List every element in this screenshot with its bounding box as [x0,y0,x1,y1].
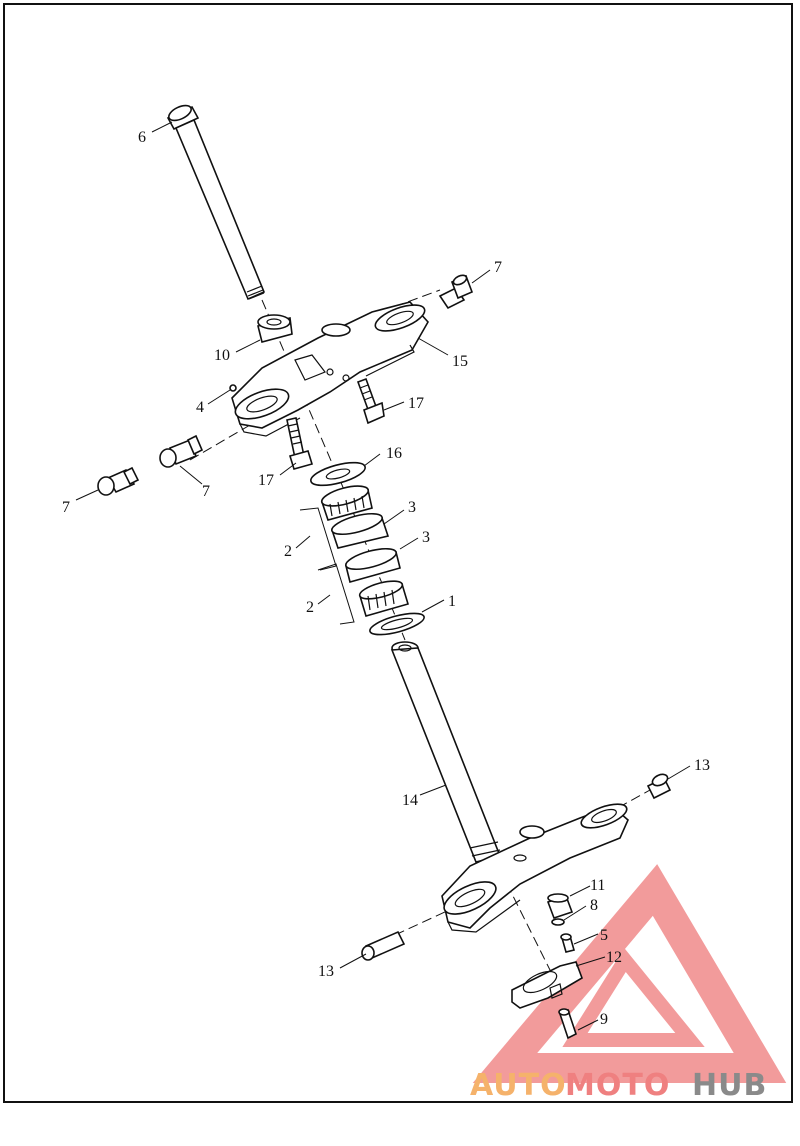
watermark-text: AUTO MOTO HUB [470,1068,767,1103]
callout-6: 6 [138,129,146,146]
callout-3-upper: 3 [408,499,416,516]
pinch-screw-upper-right [438,274,474,310]
callout-7-mid: 7 [202,483,210,500]
upper-race [330,512,390,549]
lower-bearing [358,580,409,617]
callout-17-right: 17 [408,395,424,412]
bolt-17-right [356,377,385,425]
screw-13-left [361,930,406,961]
diagram-frame [3,3,793,1103]
callout-3-lower: 3 [422,529,430,546]
upper-washer [310,461,366,487]
steering-stem [390,641,502,863]
callout-2-upper: 2 [284,543,292,560]
callout-1: 1 [448,593,456,610]
lower-race [345,547,401,583]
callout-7-upper: 7 [494,259,502,276]
callouts: 6 7 10 15 4 17 16 17 7 7 3 3 2 2 1 14 13… [62,129,710,1028]
screw-9 [558,1008,577,1040]
callout-15: 15 [452,353,468,370]
pin [229,384,237,392]
lower-triple-clamp [441,803,629,933]
callout-5: 5 [600,927,608,944]
callout-17-left: 17 [258,472,274,489]
screw-13-right [646,773,672,800]
callout-10: 10 [214,347,230,364]
screw-5 [560,933,575,953]
watermark-hub: HUB [692,1068,767,1103]
watermark-moto: MOTO [565,1068,670,1103]
upper-triple-clamp [231,301,429,437]
clip-11 [546,893,574,920]
callout-11: 11 [590,877,605,894]
upper-bearing [320,485,373,521]
callout-13-right: 13 [694,757,710,774]
callout-9: 9 [600,1011,608,1028]
callout-8: 8 [590,897,598,914]
callout-13-left: 13 [318,963,334,980]
stem-bolt [166,104,266,301]
pinch-screw-left-1 [97,466,140,496]
bearing-set-brackets [299,507,355,625]
watermark-auto: AUTO [470,1068,567,1103]
callout-2-lower: 2 [306,599,314,616]
callout-16: 16 [386,445,402,462]
steering-stop [511,961,583,1009]
callout-4: 4 [196,399,204,416]
stem-collar [257,314,293,343]
callout-14: 14 [402,792,418,809]
callout-12: 12 [606,949,622,966]
washer-8 [551,918,565,926]
leader-lines [75,121,691,1031]
dust-seal [369,612,425,636]
pinch-screw-left-2 [159,434,204,468]
callout-7-left: 7 [62,499,70,516]
bolt-17-left [286,417,314,470]
